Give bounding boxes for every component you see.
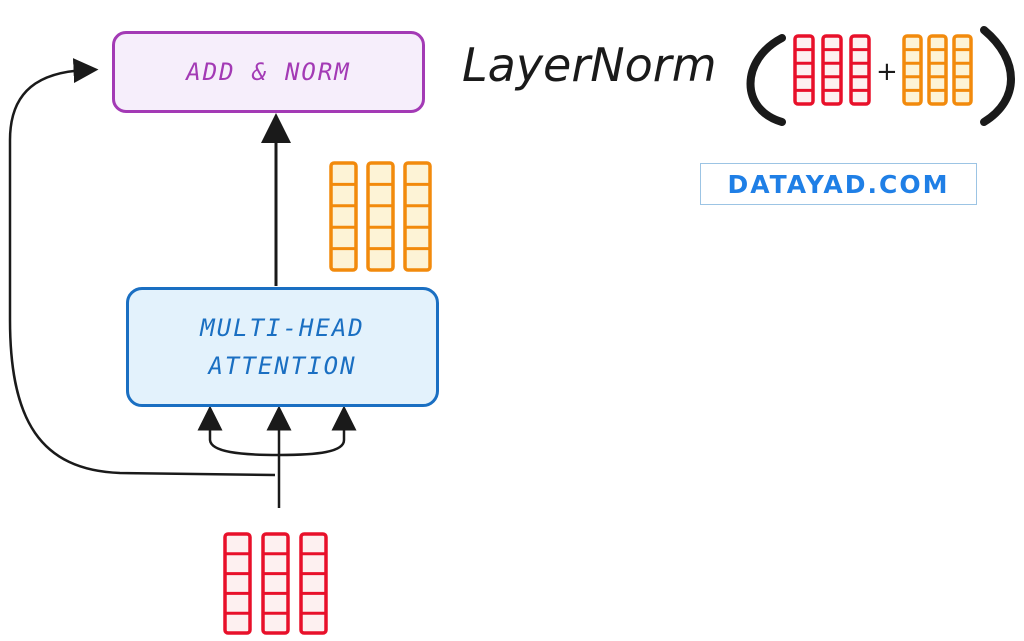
vector-column [329, 161, 358, 272]
vector-column [927, 34, 948, 106]
vector-column [223, 532, 252, 635]
add-and-norm-block: ADD & NORM [112, 31, 425, 113]
vector-column [366, 161, 395, 272]
add-and-norm-label: ADD & NORM [186, 58, 351, 86]
mha-label-line1: MULTI-HEAD [200, 314, 365, 342]
attention-output-vectors [329, 161, 432, 272]
residual-connection-arrow [8, 58, 276, 477]
brand-watermark: DATAYAD.COM [700, 163, 977, 205]
query-branch-arrow [197, 405, 280, 457]
formula-attention-vectors [902, 34, 973, 106]
vector-column [793, 34, 815, 106]
input-embedding-vectors [223, 532, 328, 635]
mha-label-line2: ATTENTION [208, 352, 357, 380]
formula-plus-sign: + [876, 57, 898, 87]
layernorm-formula-label: LayerNorm [462, 38, 717, 92]
right-parenthesis [980, 26, 1015, 126]
value-branch-arrow [278, 405, 357, 457]
vector-column [952, 34, 973, 106]
vector-column [821, 34, 843, 106]
left-parenthesis [746, 34, 786, 126]
multi-head-attention-block: MULTI-HEAD ATTENTION [126, 287, 439, 407]
vector-column [299, 532, 328, 635]
vector-column [261, 532, 290, 635]
vector-column [902, 34, 923, 106]
vector-column [403, 161, 432, 272]
vector-column [849, 34, 871, 106]
formula-input-vectors [793, 34, 871, 106]
